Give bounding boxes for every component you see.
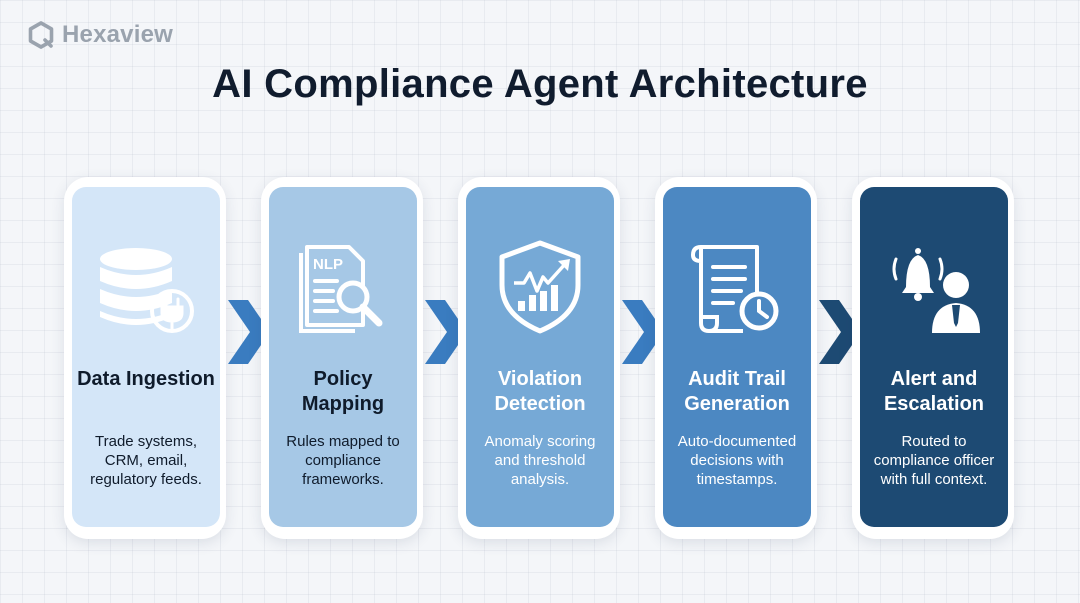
svg-text:NLP: NLP [313, 256, 343, 273]
step-title: Alert and Escalation [883, 368, 985, 415]
step-card-audit-trail: Audit Trail Generation Auto-documented d… [663, 187, 811, 527]
hexagon-logo-icon [28, 21, 54, 49]
step-card-wrapper: Violation Detection Anomaly scoring and … [458, 177, 620, 539]
step-title: Audit Trail Generation [684, 368, 790, 415]
scroll-clock-icon [663, 237, 811, 337]
step-card-data-ingestion: Data Ingestion Trade systems, CRM, email… [72, 187, 220, 527]
document-magnifier-icon: NLP [269, 237, 417, 337]
brand-logo: Hexaview [26, 20, 173, 50]
step-description: Rules mapped to compliance frameworks. [286, 433, 400, 488]
step-title: Violation Detection [494, 368, 586, 415]
diagram-title: AI Compliance Agent Architecture [212, 62, 868, 106]
step-description: Trade systems, CRM, email, regulatory fe… [90, 433, 202, 488]
step-description: Routed to compliance officer with full c… [873, 433, 995, 488]
step-description: Anomaly scoring and threshold analysis. [484, 433, 596, 488]
step-title: Policy Mapping [301, 368, 385, 415]
step-card-policy-mapping: NLP Policy Mapping Rules mapped to compl… [269, 187, 417, 527]
shield-chart-icon [466, 237, 614, 337]
database-plug-icon [72, 237, 220, 337]
bell-officer-icon [860, 237, 1008, 337]
step-card-wrapper: NLP Policy Mapping Rules mapped to compl… [261, 177, 423, 539]
brand-name: Hexaview [62, 21, 174, 48]
step-card-alert-escalation: Alert and Escalation Routed to complianc… [860, 187, 1008, 527]
step-card-wrapper: Data Ingestion Trade systems, CRM, email… [64, 177, 226, 539]
step-card-violation-detection: Violation Detection Anomaly scoring and … [466, 187, 614, 527]
step-title: Data Ingestion [77, 368, 215, 390]
step-card-wrapper: Alert and Escalation Routed to complianc… [852, 177, 1014, 539]
step-description: Auto-documented decisions with timestamp… [677, 433, 797, 488]
step-card-wrapper: Audit Trail Generation Auto-documented d… [655, 177, 817, 539]
